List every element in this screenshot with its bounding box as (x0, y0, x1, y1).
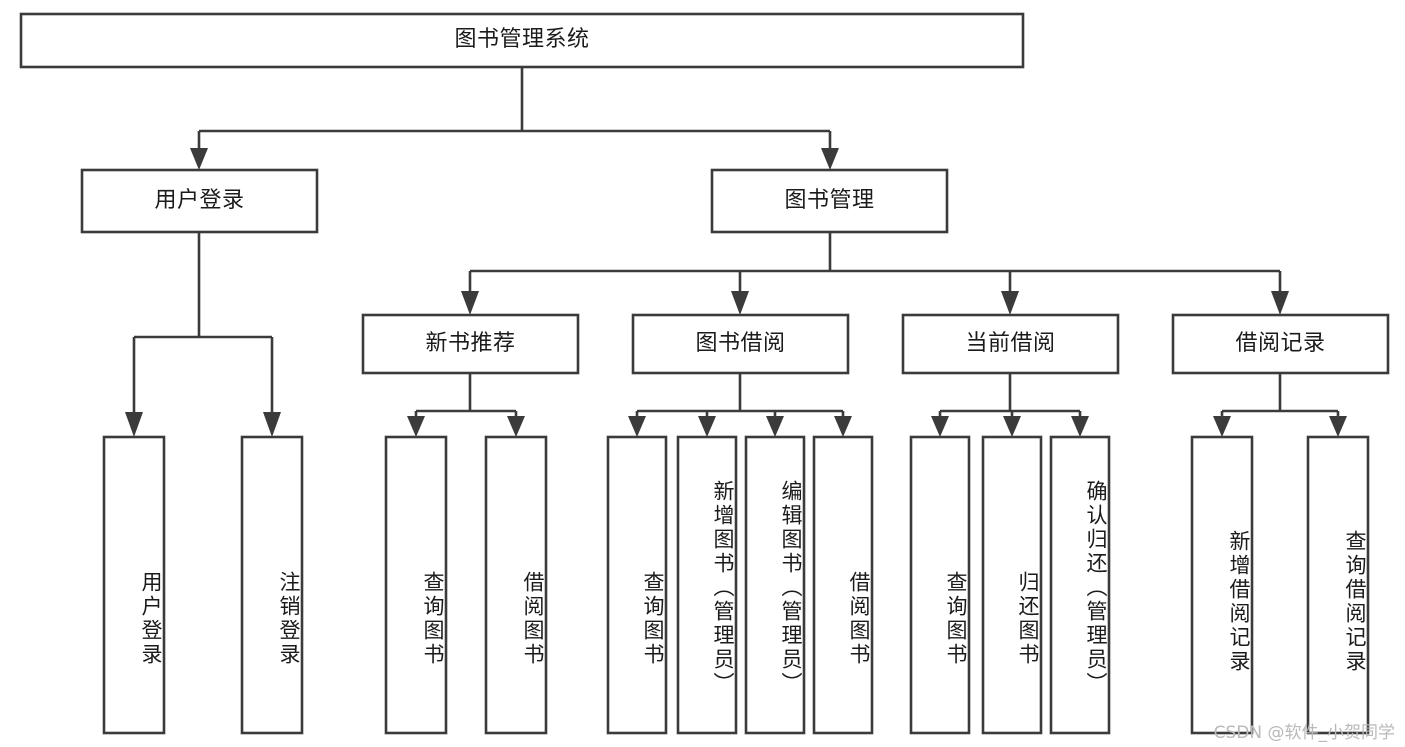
connector-book-management-to-level3 (461, 232, 1289, 315)
node-box-leaf-5[interactable] (676, 435, 738, 735)
watermark: CSDN @软件_小贺同学 (1213, 723, 1395, 743)
node-box-leaf-9[interactable] (981, 435, 1043, 735)
node-box-leaf-12[interactable] (1306, 435, 1370, 735)
connector-new-book-recommend-to-leaves (407, 373, 525, 437)
node-box-root[interactable] (19, 12, 1025, 69)
node-box-leaf-2[interactable] (384, 435, 448, 735)
node-box-book-management[interactable] (710, 168, 949, 234)
node-box-leaf-8[interactable] (909, 435, 971, 735)
connector-user-login-to-leaves (125, 232, 281, 437)
connector-root-to-level2 (190, 67, 839, 170)
node-box-leaf-1[interactable] (240, 435, 304, 735)
node-box-leaf-3[interactable] (484, 435, 548, 735)
connector-borrow-record-to-leaves (1213, 373, 1347, 437)
node-box-leaf-4[interactable] (606, 435, 668, 735)
node-box-leaf-10[interactable] (1049, 435, 1111, 735)
connector-book-borrow-to-leaves (628, 373, 852, 437)
node-box-current-borrow[interactable] (901, 313, 1120, 375)
node-box-new-book-recommend[interactable] (361, 313, 580, 375)
node-box-leaf-7[interactable] (812, 435, 874, 735)
node-box-leaf-0[interactable] (102, 435, 166, 735)
node-box-borrow-record[interactable] (1171, 313, 1390, 375)
connector-current-borrow-to-leaves (931, 373, 1089, 437)
node-box-book-borrow[interactable] (631, 313, 850, 375)
node-box-leaf-11[interactable] (1190, 435, 1254, 735)
node-box-leaf-6[interactable] (744, 435, 806, 735)
node-box-user-login[interactable] (80, 168, 319, 234)
